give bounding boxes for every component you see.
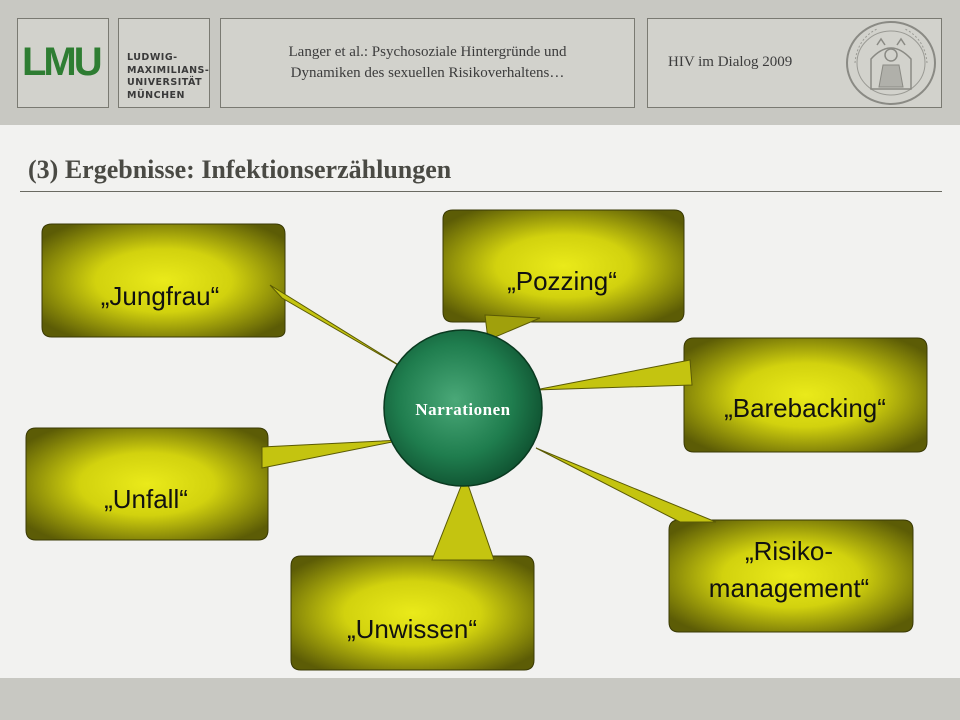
university-line-2: MAXIMILIANS- xyxy=(127,64,210,76)
talk-title-line-2: Dynamiken des sexuellen Risikoverhaltens… xyxy=(290,65,565,81)
footer-bar xyxy=(0,678,960,720)
university-seal-icon xyxy=(846,21,936,105)
bubble-risikomanagement-label-2: management“ xyxy=(709,573,869,603)
bubble-unwissen-label: „Unwissen“ xyxy=(347,614,477,644)
title-divider xyxy=(20,191,942,192)
bubble-risikomanagement: „Risiko- management“ xyxy=(535,447,914,633)
university-line-3: UNIVERSITÄT xyxy=(127,77,203,88)
bubble-pozzing-label: „Pozzing“ xyxy=(507,266,617,296)
university-name-box: LUDWIG- MAXIMILIANS- UNIVERSITÄT MÜNCHEN xyxy=(118,18,210,108)
bubble-unwissen: „Unwissen“ xyxy=(290,474,535,671)
bubble-barebacking-label: „Barebacking“ xyxy=(724,393,886,423)
talk-title: Langer et al.: Psychosoziale Hintergründ… xyxy=(289,42,567,84)
center-narrationen: Narrationen xyxy=(383,329,543,487)
university-line-1: LUDWIG- xyxy=(127,52,178,63)
talk-title-line-1: Langer et al.: Psychosoziale Hintergründ… xyxy=(288,44,567,60)
bubble-unfall: „Unfall“ xyxy=(25,427,403,541)
bubble-barebacking: „Barebacking“ xyxy=(534,337,928,453)
lmu-logo: LMU xyxy=(17,18,109,108)
lmu-logo-text: LMU xyxy=(22,40,103,84)
conference-box: HIV im Dialog 2009 xyxy=(647,18,942,108)
talk-title-box: Langer et al.: Psychosoziale Hintergründ… xyxy=(220,18,635,108)
conference-label: HIV im Dialog 2009 xyxy=(668,54,793,70)
bubble-jungfrau-label: „Jungfrau“ xyxy=(101,281,220,311)
slide-title: (3) Ergebnisse: Infektionserzählungen xyxy=(28,155,452,184)
bubble-jungfrau: „Jungfrau“ xyxy=(41,223,411,373)
university-line-4: MÜNCHEN xyxy=(127,89,185,101)
bubble-unfall-label: „Unfall“ xyxy=(104,484,188,514)
bubble-pozzing: „Pozzing“ xyxy=(442,209,685,341)
bubble-risikomanagement-label-1: „Risiko- xyxy=(745,536,833,566)
header-bar: LMU LUDWIG- MAXIMILIANS- UNIVERSITÄT MÜN… xyxy=(0,0,960,125)
university-name: LUDWIG- MAXIMILIANS- UNIVERSITÄT MÜNCHEN xyxy=(127,52,209,102)
center-label: Narrationen xyxy=(415,400,510,419)
